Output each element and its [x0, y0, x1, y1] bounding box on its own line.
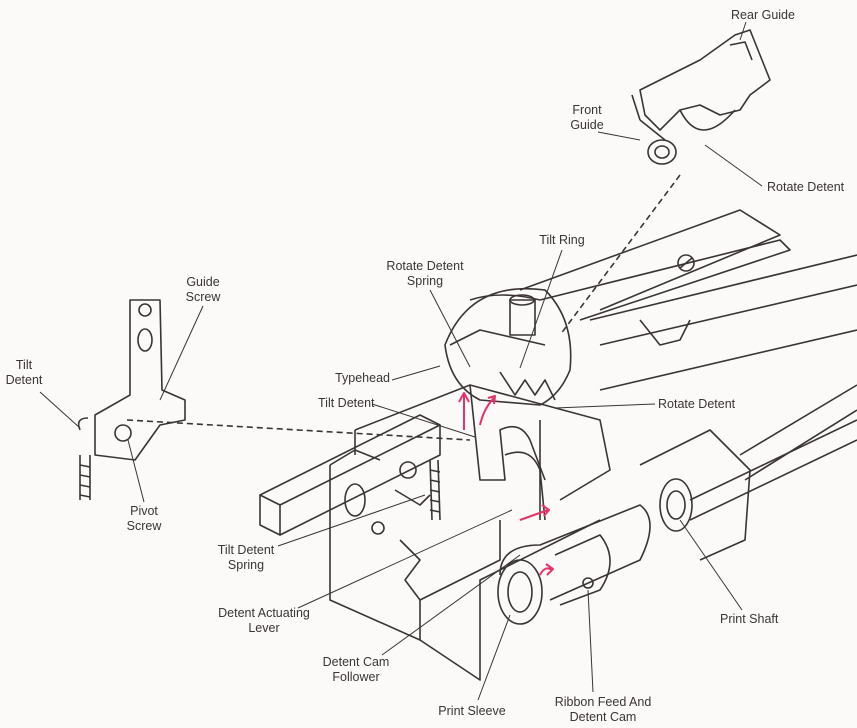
print-shaft-drawing — [497, 384, 857, 625]
label-print-shaft: Print Shaft — [720, 612, 779, 626]
label-tilt-detent: Tilt Detent — [318, 396, 375, 410]
label-tilt-ring: Tilt Ring — [539, 233, 585, 247]
label-line: Guide — [570, 118, 604, 132]
label-line: Screw — [126, 519, 162, 533]
label-line: Spring — [227, 558, 265, 572]
label-line: Guide — [186, 275, 220, 289]
label-typehead: Typehead — [335, 371, 390, 385]
label-rotate-detent: Rotate Detent — [658, 397, 736, 411]
label-line: Detent Cam — [322, 655, 390, 669]
label-line: Lever — [248, 621, 280, 635]
leader-lines — [39, 21, 763, 701]
left-rail-drawing — [259, 414, 441, 536]
label-line: Screw — [185, 290, 221, 304]
guide-assembly-drawing — [631, 29, 771, 165]
typehead-drawing — [444, 287, 572, 521]
motion-arrows — [458, 392, 554, 576]
label-line: Front — [572, 103, 602, 117]
explode-lines — [126, 174, 681, 441]
label-line: Pivot — [130, 504, 158, 518]
label-line: Tilt Detent — [217, 543, 275, 557]
label-rotate-detent-top: Rotate Detent — [767, 180, 845, 194]
carrier-rail-drawing — [519, 209, 857, 391]
label-line: Detent Cam — [569, 710, 637, 724]
label-line: Detent — [5, 373, 43, 387]
label-line: Spring — [406, 274, 444, 288]
label-line: Rotate Detent — [386, 259, 464, 273]
label-line: Ribbon Feed And — [554, 695, 652, 709]
frame-drawing — [329, 384, 611, 681]
tilt-detent-detail-drawing — [77, 299, 186, 500]
label-line: Tilt — [15, 358, 33, 372]
label-line: Follower — [332, 670, 380, 684]
label-line: Detent Actuating — [218, 606, 310, 620]
label-print-sleeve: Print Sleeve — [438, 704, 506, 718]
label-rear-guide: Rear Guide — [731, 8, 795, 22]
detent-spring-drawing — [394, 459, 441, 521]
